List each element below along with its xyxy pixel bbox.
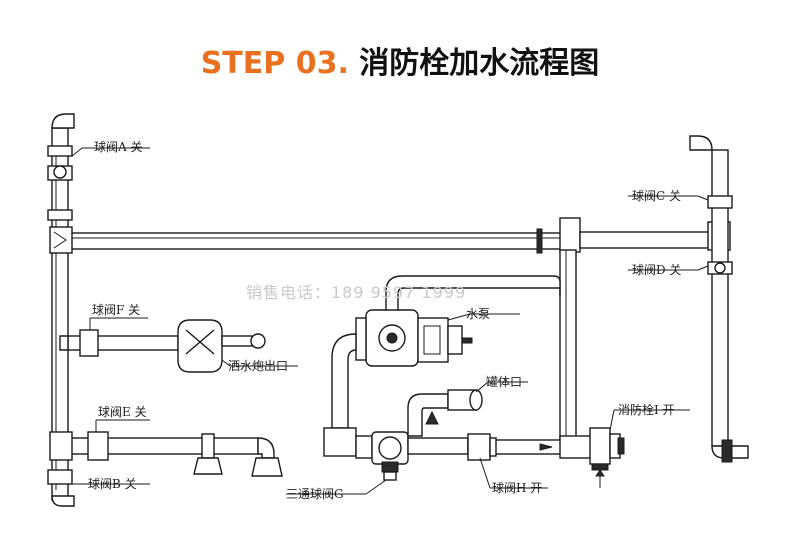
label-valve-h: 球阀H 开 <box>492 481 542 495</box>
label-valve-f: 球阀F 关 <box>92 303 140 317</box>
three-way-valve-g <box>355 431 469 481</box>
label-hydrant: 消防栓I 开 <box>618 402 675 417</box>
label-valve-c: 球阀C 关 <box>632 189 681 203</box>
middle-vertical-pipe <box>559 249 577 447</box>
fire-hydrant-i <box>559 427 625 488</box>
label-tank-port: 罐体口 <box>486 375 522 389</box>
right-vertical-pipe <box>689 135 749 463</box>
page-title: STEP 03. 消防栓加水流程图 <box>0 38 800 82</box>
pump-outlet-pipe <box>323 333 357 457</box>
water-pump <box>355 309 473 367</box>
label-valve-e: 球阀E 关 <box>98 405 147 419</box>
label-valve-d: 球阀D 关 <box>632 263 681 277</box>
step-number: STEP 03. <box>200 46 349 81</box>
label-valve-g: 三通球阀G <box>286 487 344 501</box>
label-valve-b: 球阀B 关 <box>88 477 137 491</box>
label-valve-a: 球阀A 关 <box>94 140 142 154</box>
top-horizontal-pipe <box>49 217 731 254</box>
pump-return-pipe <box>385 275 561 313</box>
watermark-text: 销售电话：189 9597 1999 <box>246 283 466 302</box>
tank-port-pipe <box>407 389 483 437</box>
branch-f-pipe <box>59 319 266 373</box>
leader-lines <box>62 147 709 495</box>
ball-valve-a <box>47 145 73 221</box>
bottom-horizontal-pipe <box>467 433 563 461</box>
label-cannon-outlet: 洒水炮出口 <box>228 359 288 373</box>
ball-valve-b <box>47 469 75 507</box>
branch-e-pipe <box>49 431 283 477</box>
label-pump: 水泵 <box>466 307 490 321</box>
title-text: 消防栓加水流程图 <box>359 46 600 81</box>
